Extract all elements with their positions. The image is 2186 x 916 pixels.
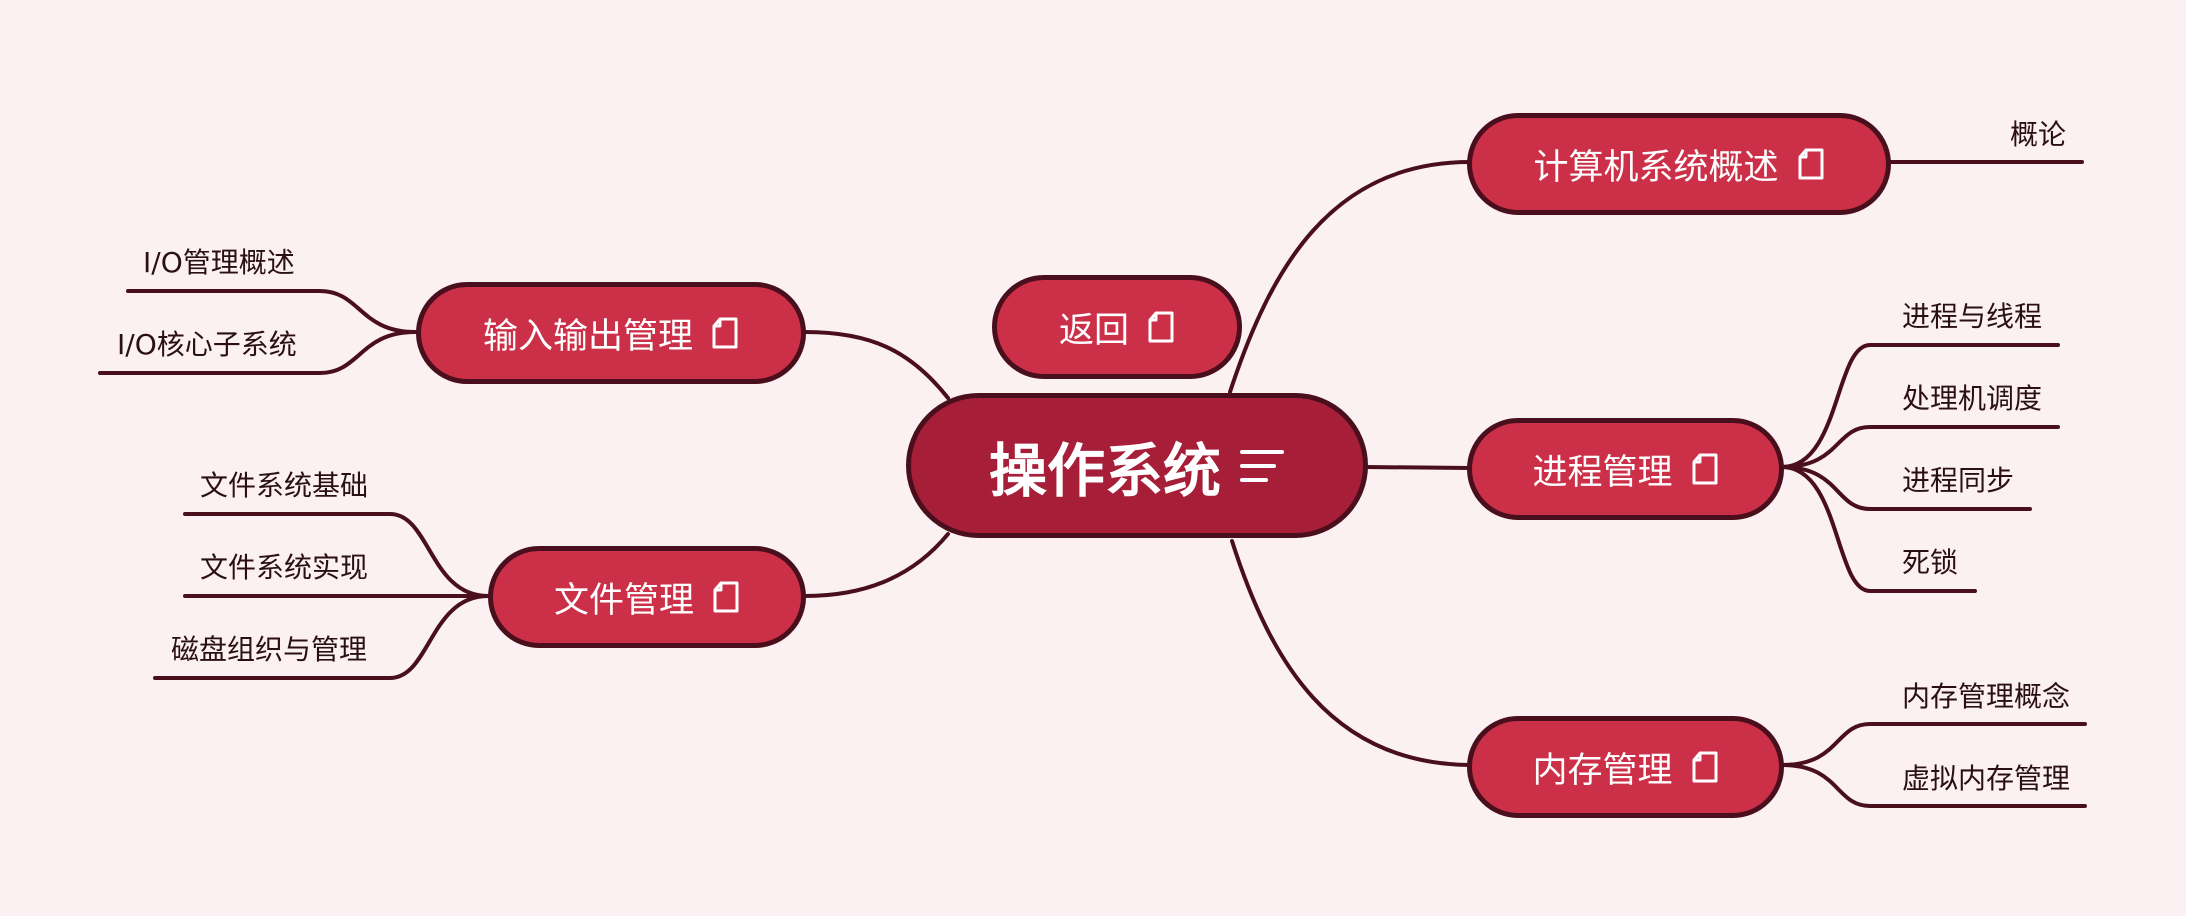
leaf-disk-management[interactable]: 磁盘组织与管理 bbox=[171, 633, 368, 666]
leaf-process-sync[interactable]: 进程同步 bbox=[1902, 464, 2015, 497]
topic-label: 文件管理 bbox=[553, 580, 694, 621]
note-icon bbox=[1692, 751, 1717, 783]
leaf-io-overview[interactable]: I/O管理概述 bbox=[143, 246, 295, 279]
leaf-deadlock[interactable]: 死锁 bbox=[1902, 546, 1959, 579]
topic-io-management[interactable]: 输入输出管理 bbox=[416, 282, 806, 384]
leaf-cpu-scheduling[interactable]: 处理机调度 bbox=[1902, 382, 2043, 415]
note-icon bbox=[1148, 311, 1174, 343]
central-topic-label: 操作系统 bbox=[988, 436, 1221, 505]
link-io bbox=[803, 330, 950, 400]
leaf-overview[interactable]: 概论 bbox=[2010, 118, 2067, 151]
note-icon bbox=[712, 317, 738, 349]
topic-label: 输入输出管理 bbox=[482, 316, 693, 357]
topic-label: 内存管理 bbox=[1532, 750, 1673, 791]
topic-computer-overview[interactable]: 计算机系统概述 bbox=[1467, 113, 1891, 215]
link-process bbox=[1363, 465, 1472, 470]
leaf-fs-implementation[interactable]: 文件系统实现 bbox=[200, 551, 369, 584]
back-button-label: 返回 bbox=[1058, 310, 1129, 351]
note-icon bbox=[1692, 453, 1717, 485]
central-topic-node[interactable]: 操作系统 bbox=[906, 393, 1368, 538]
link-file bbox=[803, 532, 950, 598]
topic-label: 计算机系统概述 bbox=[1533, 147, 1779, 188]
leaf-process-thread[interactable]: 进程与线程 bbox=[1902, 300, 2043, 333]
topic-process-management[interactable]: 进程管理 bbox=[1467, 418, 1784, 520]
topic-memory-management[interactable]: 内存管理 bbox=[1467, 716, 1784, 818]
menu-lines-icon bbox=[1240, 449, 1284, 482]
note-icon bbox=[713, 581, 739, 613]
back-button[interactable]: 返回 bbox=[992, 275, 1242, 379]
leaf-io-core-subsystem[interactable]: I/O核心子系统 bbox=[117, 328, 297, 361]
leaf-memory-concept[interactable]: 内存管理概念 bbox=[1902, 680, 2071, 713]
link-computer-overview bbox=[1228, 160, 1472, 394]
topic-file-management[interactable]: 文件管理 bbox=[488, 546, 806, 648]
note-icon bbox=[1798, 148, 1823, 180]
leaf-fs-basics[interactable]: 文件系统基础 bbox=[200, 469, 369, 502]
leaf-virtual-memory[interactable]: 虚拟内存管理 bbox=[1902, 762, 2071, 795]
link-memory bbox=[1230, 539, 1472, 767]
topic-label: 进程管理 bbox=[1532, 452, 1673, 493]
